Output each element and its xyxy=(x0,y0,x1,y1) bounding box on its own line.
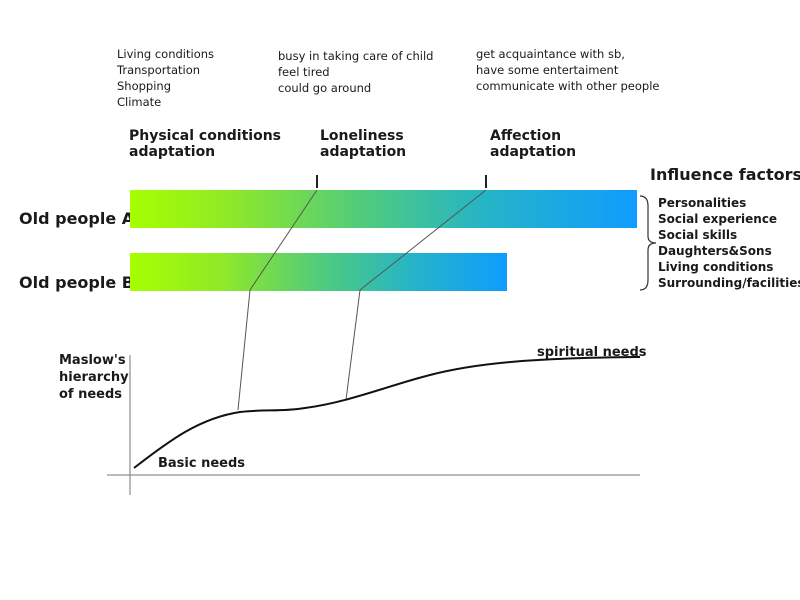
influence-title: Influence factors xyxy=(650,165,800,184)
note-item: Shopping xyxy=(117,79,172,93)
physical-notes: Living conditions Transportation Shoppin… xyxy=(117,46,214,110)
note-item: get acquaintance with sb, xyxy=(476,47,625,61)
spiritual-needs-label: spiritual needs xyxy=(537,345,647,360)
influence-brace xyxy=(639,195,657,291)
note-item: could go around xyxy=(278,81,372,95)
loneliness-notes: busy in taking care of child feel tired … xyxy=(278,48,433,96)
influence-item: Surrounding/facilities xyxy=(658,276,800,290)
influence-item: Daughters&Sons xyxy=(658,244,772,258)
note-item: busy in taking care of child xyxy=(278,49,434,63)
person-a-bar xyxy=(130,190,637,228)
note-item: Living conditions xyxy=(117,47,215,61)
connector-loneliness xyxy=(237,189,318,411)
influence-item: Personalities xyxy=(658,196,747,210)
person-b-bar xyxy=(130,253,507,291)
basic-needs-label: Basic needs xyxy=(158,456,246,471)
stage-loneliness-title: Loneliness adaptation xyxy=(320,128,407,160)
person-b-label: Old people B xyxy=(19,273,134,292)
influence-list: Personalities Social experience Social s… xyxy=(658,195,800,291)
affection-notes: get acquaintance with sb, have some ente… xyxy=(476,46,659,94)
note-item: communicate with other people xyxy=(476,79,660,93)
note-item: have some entertaiment xyxy=(476,63,619,77)
stage-physical-title: Physical conditions adaptation xyxy=(129,128,282,160)
needs-curve xyxy=(133,356,641,469)
stage-affection-title: Affection adaptation xyxy=(490,128,577,160)
influence-item: Social skills xyxy=(658,228,738,242)
connector-affection xyxy=(345,189,487,401)
influence-item: Social experience xyxy=(658,212,778,226)
y-axis-title: Maslow's hierarchy of needs xyxy=(59,353,129,402)
note-item: feel tired xyxy=(278,65,330,79)
person-a-label: Old people A xyxy=(19,209,135,228)
note-item: Climate xyxy=(117,95,162,109)
note-item: Transportation xyxy=(117,63,201,77)
influence-item: Living conditions xyxy=(658,260,774,274)
